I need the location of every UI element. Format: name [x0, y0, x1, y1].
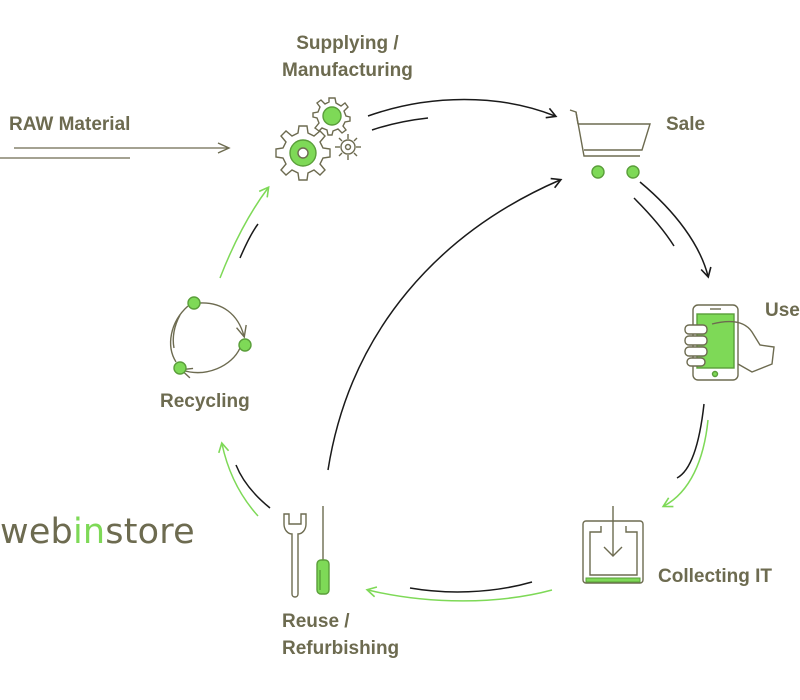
label-sale: Sale [666, 114, 706, 135]
shopping-cart-icon [569, 109, 651, 179]
arrow-reuse-to-sale [327, 177, 563, 471]
logo-part-store: store [105, 512, 195, 552]
arrow-reuse-to-recycling [218, 441, 271, 517]
label-supplying-manufacturing: Supplying / Manufacturing [282, 30, 413, 84]
label-reuse-line1: Reuse / [282, 611, 350, 632]
logo-part-in: in [72, 512, 106, 552]
label-collecting-it: Collecting IT [658, 566, 772, 587]
gears-icon [275, 97, 361, 181]
label-raw-material: RAW Material [9, 114, 131, 135]
arrow-sale-to-use [633, 181, 712, 279]
arrow-recycling-to-supplying [219, 185, 270, 279]
label-supplying-line1: Supplying / [296, 33, 399, 54]
label-reuse-line2: Refurbishing [282, 638, 400, 659]
arrow-use-to-collecting [661, 403, 709, 508]
wrench-screwdriver-icon [283, 506, 330, 598]
label-use: Use [765, 300, 800, 321]
logo-part-web: web [0, 512, 73, 552]
label-reuse-refurbishing: Reuse / Refurbishing [282, 608, 399, 662]
arrow-supplying-to-sale [367, 98, 558, 131]
recycle-cycle-icon [169, 296, 252, 379]
download-box-icon [582, 506, 644, 584]
webinstore-logo: webinstore [0, 512, 195, 552]
raw-material-input-arrow [0, 142, 231, 159]
label-supplying-line2: Manufacturing [282, 60, 413, 81]
label-recycling: Recycling [160, 391, 250, 412]
hand-phone-icon [684, 304, 775, 381]
arrow-collecting-to-reuse [365, 581, 553, 602]
